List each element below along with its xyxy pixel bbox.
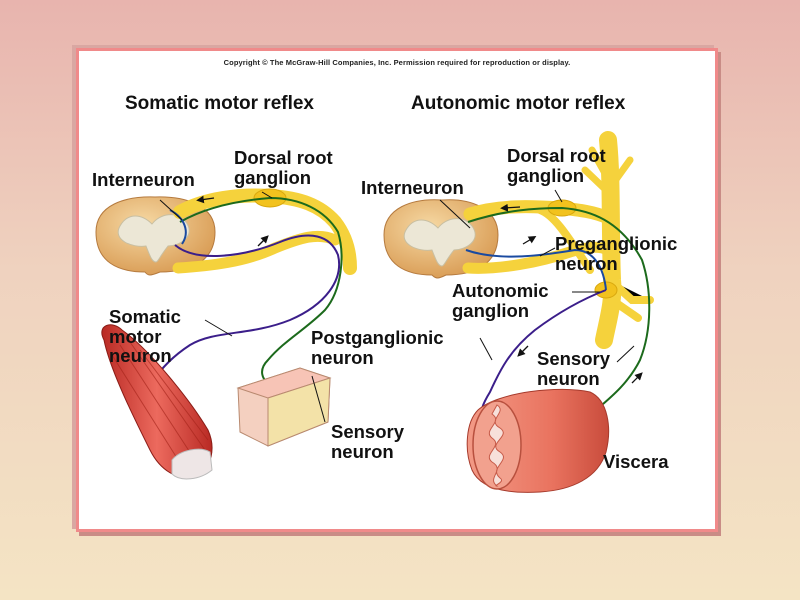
somatic-interneuron-label: Interneuron	[92, 169, 195, 190]
leader-line	[261, 191, 273, 199]
leader-line	[479, 337, 493, 361]
autonomic-sensory-neuron-label: Sensory neuron	[537, 348, 611, 389]
leader-line	[616, 345, 635, 363]
somatic-title: Somatic motor reflex	[125, 93, 314, 114]
autonomic-ganglion-label: Autonomic ganglion	[452, 280, 549, 321]
somatic-sensory-arrow	[196, 195, 215, 204]
sympathetic-chain-trunk	[581, 131, 654, 349]
somatic-dorsal-root-ganglion-label: Dorsal root ganglion	[234, 147, 333, 188]
autonomic-dorsal-root-ganglion-label: Dorsal root ganglion	[507, 145, 606, 186]
postganglionic-arrow	[517, 345, 529, 357]
preganglionic-fiber	[465, 248, 607, 291]
skeletal-muscle	[101, 324, 213, 480]
leader-line	[554, 189, 563, 203]
leader-line	[204, 319, 233, 337]
leader-line	[439, 199, 471, 229]
skin-block	[236, 367, 332, 447]
autonomic-interneuron-label: Interneuron	[361, 177, 464, 198]
autonomic-sensory-arrow	[500, 203, 521, 212]
preganglionic-neuron-label: Preganglionic neuron	[555, 233, 678, 274]
autonomic-title: Autonomic motor reflex	[411, 93, 626, 114]
postganglionic-neuron-label: Postganglionic neuron	[311, 327, 444, 368]
viscera-organ	[466, 388, 610, 493]
leader-line	[311, 375, 326, 423]
visceral-sensory-arrow	[631, 372, 643, 384]
leader-line	[539, 247, 556, 257]
leader-line	[159, 199, 183, 221]
viscera-label: Viscera	[603, 451, 669, 472]
somatic-sensory-neuron-label: Sensory neuron	[331, 421, 405, 462]
autonomic-motor-arrow	[522, 235, 537, 245]
somatic-motor-neuron-label: Somatic motor neuron	[109, 306, 181, 366]
copyright-notice: Copyright © The McGraw-Hill Companies, I…	[223, 58, 571, 67]
somatic-motor-arrow	[257, 235, 269, 247]
